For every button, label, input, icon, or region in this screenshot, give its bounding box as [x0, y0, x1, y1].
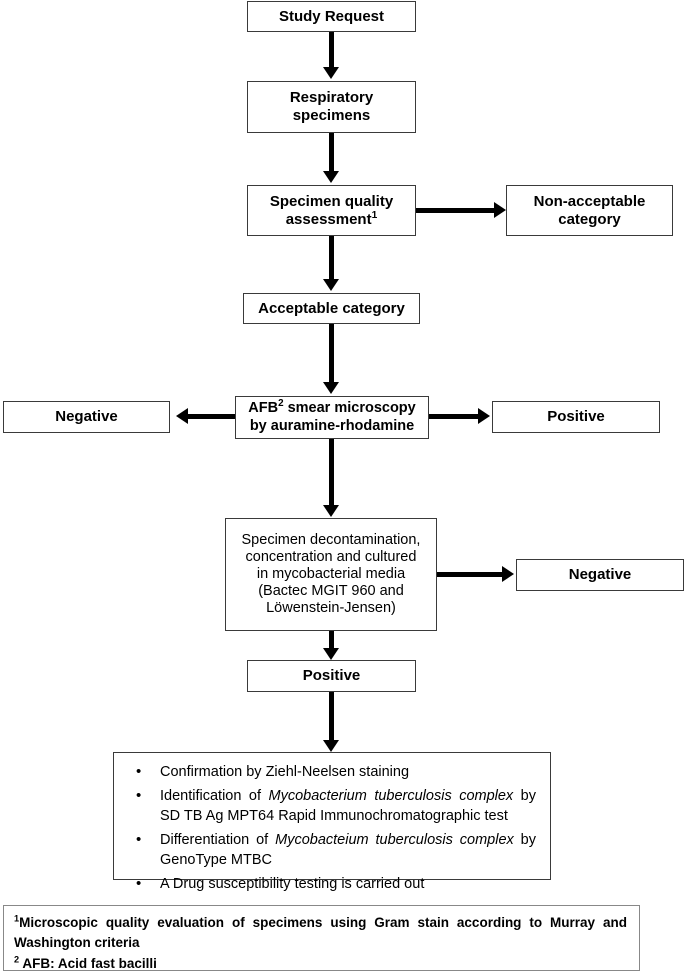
arrowhead-down-afb: [323, 382, 339, 394]
node-culture-negative-label: Negative: [568, 566, 632, 584]
footnotes-box: 1Microscopic quality evaluation of speci…: [3, 905, 640, 971]
arrowhead-down-culture-positive: [323, 648, 339, 660]
list-item: Identification of Mycobacterium tubercul…: [126, 785, 536, 827]
node-final-steps-list: Confirmation by Ziehl-Neelsen staining I…: [113, 752, 551, 894]
connector-study-to-respiratory: [329, 32, 334, 69]
list-item: A Drug susceptibility testing is carried…: [126, 873, 536, 895]
node-afb-line1-pre: AFB: [248, 400, 279, 417]
connector-afb-to-smear-negative: [188, 414, 235, 419]
node-study-request-label: Study Request: [278, 7, 384, 25]
node-afb-line1-post: smear microscopy: [283, 400, 416, 417]
node-culture-negative: Negative: [516, 559, 684, 591]
node-culture-line3: in mycobacterial media: [256, 565, 406, 582]
footnote-marker-2: 2: [278, 398, 284, 410]
connector-quality-to-acceptable: [329, 236, 334, 281]
node-smear-positive-label: Positive: [547, 408, 605, 426]
final-step-3-post: by GenoType MTBC: [160, 831, 536, 869]
node-specimen-quality-assessment: Specimen quality assessment1: [247, 185, 416, 236]
connector-positive-to-final-steps: [329, 692, 334, 742]
node-quality-line2: assessment: [285, 210, 372, 228]
list-item: Confirmation by Ziehl-Neelsen staining: [126, 761, 536, 783]
arrowhead-down-quality: [323, 171, 339, 183]
footnote-marker-1: 1: [371, 209, 378, 221]
node-culture-line1: Specimen decontamination,: [241, 531, 421, 548]
connector-respiratory-to-quality: [329, 133, 334, 173]
footnote-1: 1Microscopic quality evaluation of speci…: [14, 913, 627, 954]
node-specimen-decontamination-culture: Specimen decontamination, concentration …: [225, 518, 437, 631]
node-respiratory-line1: Respiratory: [289, 89, 374, 107]
connector-afb-to-smear-positive: [429, 414, 480, 419]
arrowhead-right-smear-positive: [478, 408, 490, 424]
node-afb-line2: by auramine-rhodamine: [249, 417, 415, 434]
node-study-request: Study Request: [247, 1, 416, 32]
arrowhead-down-respiratory: [323, 67, 339, 79]
node-nonacceptable-line2: category: [558, 210, 621, 228]
arrowhead-down-culture: [323, 505, 339, 517]
connector-afb-to-culture: [329, 439, 334, 507]
list-item: Differentiation of Mycobacteium tubercul…: [126, 829, 536, 871]
connector-culture-to-negative: [437, 572, 504, 577]
final-step-2-pre: Identification of: [160, 787, 269, 804]
arrowhead-down-acceptable: [323, 279, 339, 291]
final-step-3-italic: Mycobacteium tuberculosis complex: [275, 831, 514, 848]
final-step-4-text: A Drug susceptibility testing is carried…: [160, 875, 425, 892]
node-quality-line1: Specimen quality: [269, 192, 394, 210]
arrowhead-right-nonacceptable: [494, 202, 506, 218]
node-smear-positive: Positive: [492, 401, 660, 433]
node-nonacceptable-line1: Non-acceptable: [533, 192, 646, 210]
final-step-1-text: Confirmation by Ziehl-Neelsen staining: [160, 764, 410, 780]
footnote-2: 2 AFB: Acid fast bacilli: [14, 954, 627, 974]
final-step-2-post: by SD TB Ag MPT64 Rapid Immunochromatogr…: [160, 787, 536, 825]
final-step-3-pre: Differentiation of: [160, 831, 276, 848]
node-respiratory-specimens: Respiratory specimens: [247, 81, 416, 133]
node-smear-negative: Negative: [3, 401, 170, 433]
node-culture-positive-label: Positive: [302, 667, 361, 685]
node-culture-line5: Löwenstein-Jensen): [266, 600, 396, 617]
footnote-1-marker: 1: [14, 913, 20, 924]
footnote-2-marker: 2: [14, 954, 20, 964]
connector-culture-to-positive: [329, 631, 334, 650]
arrowhead-down-final-steps: [323, 740, 339, 752]
node-acceptable-label: Acceptable category: [258, 299, 405, 317]
node-smear-negative-label: Negative: [55, 408, 118, 426]
arrowhead-right-culture-negative: [502, 566, 514, 582]
node-culture-positive: Positive: [247, 660, 416, 692]
footnote-1-text: Microscopic quality evaluation of specim…: [14, 915, 627, 951]
node-respiratory-line2: specimens: [292, 107, 371, 124]
node-non-acceptable-category: Non-acceptable category: [506, 185, 673, 236]
connector-quality-to-nonacceptable: [416, 208, 496, 213]
final-steps-items: Confirmation by Ziehl-Neelsen staining I…: [126, 761, 536, 895]
node-culture-line4: (Bactec MGIT 960 and: [258, 583, 404, 600]
connector-acceptable-to-afb: [329, 324, 334, 384]
final-step-2-italic: Mycobacterium tuberculosis complex: [268, 787, 514, 804]
arrowhead-left-smear-negative: [176, 408, 188, 424]
footnote-2-text: AFB: Acid fast bacilli: [19, 955, 157, 971]
node-afb-smear-microscopy: AFB2 smear microscopy by auramine-rhodam…: [235, 396, 429, 439]
node-acceptable-category: Acceptable category: [243, 293, 420, 324]
node-culture-line2: concentration and cultured: [245, 548, 417, 565]
